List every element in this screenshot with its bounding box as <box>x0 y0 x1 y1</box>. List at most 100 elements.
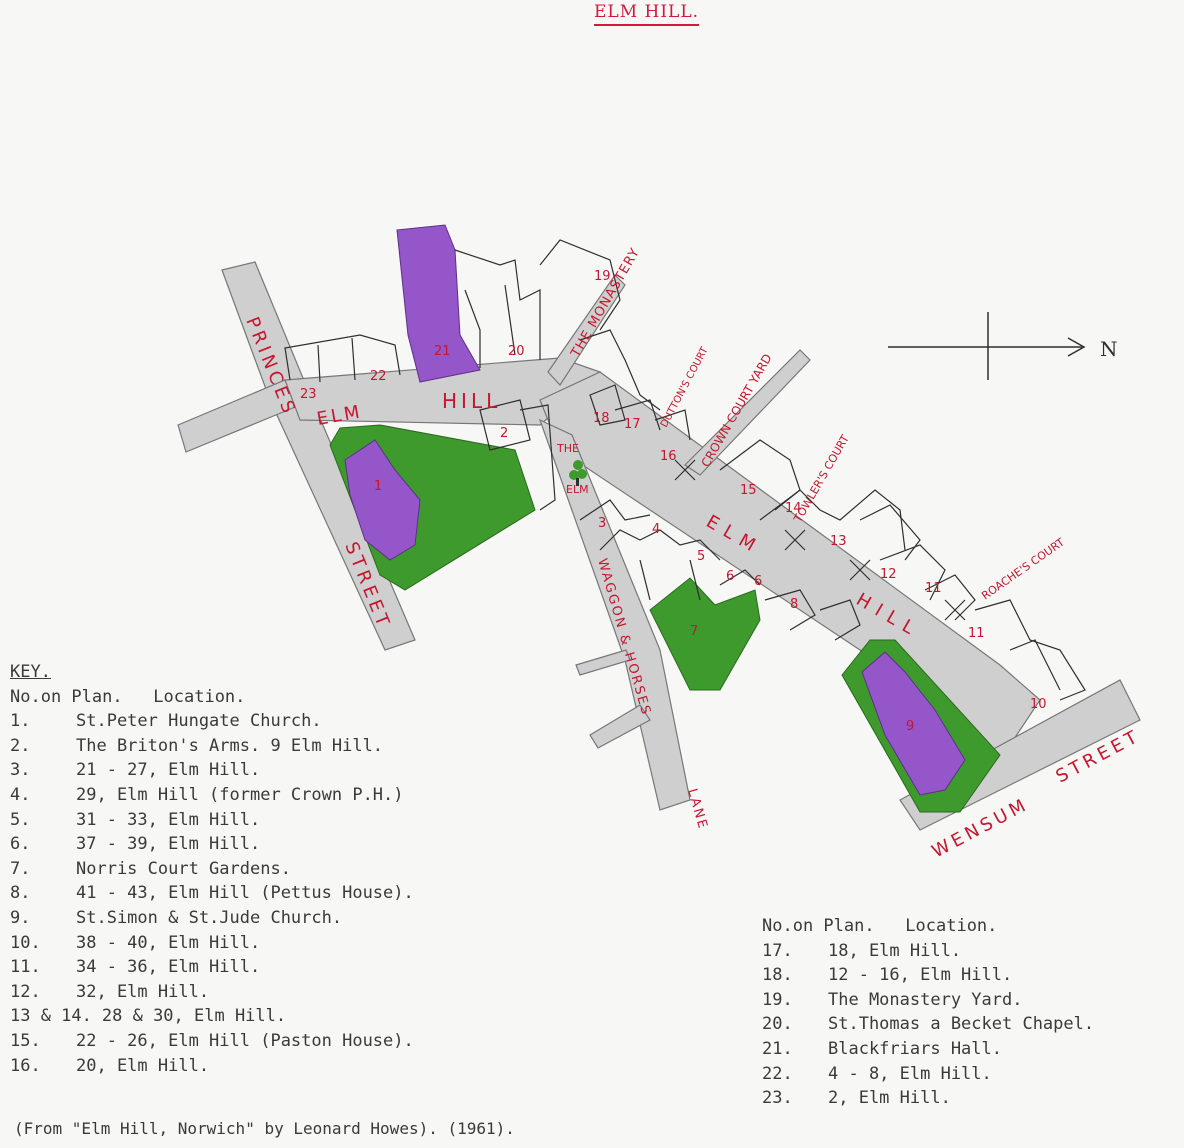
key-location: Norris Court Gardens. <box>76 858 291 879</box>
court-markers <box>674 459 966 621</box>
norris-court-gardens <box>649 577 761 691</box>
key-row: 4. 29, Elm Hill (former Crown P.H.) <box>10 783 414 808</box>
st-peter-hungate-church <box>344 439 421 561</box>
plan-number: 2 <box>500 426 508 441</box>
plan-number: 21 <box>434 344 451 359</box>
key-plan-number: 10. <box>10 932 41 953</box>
key-location: St.Thomas a Becket Chapel. <box>828 1014 1095 1035</box>
plan-number: 1 <box>374 479 382 494</box>
key-left: KEY. No.on Plan. Location. 1.St.Peter Hu… <box>10 660 414 1078</box>
key-row: 5. 31 - 33, Elm Hill. <box>10 808 414 833</box>
key-heading: KEY. <box>10 662 51 682</box>
key-plan-number: 7. <box>10 858 31 879</box>
key-right: No.on Plan. Location. 17. 18, Elm Hill. 18… <box>762 914 1094 1111</box>
key-location: 37 - 39, Elm Hill. <box>76 834 261 855</box>
label-the-elm-1: THE <box>556 442 579 455</box>
key-location: 32, Elm Hill. <box>76 981 210 1002</box>
plan-number: 11 <box>925 581 942 596</box>
key-row: 2. The Briton's Arms. 9 Elm Hill. <box>10 734 414 759</box>
label-the-elm-2: ELM <box>566 483 589 496</box>
label-duttons-court: DUTTON'S COURT <box>659 345 711 430</box>
key-location: St.Simon & St.Jude Church. <box>76 907 343 928</box>
plan-number: 5 <box>697 549 705 564</box>
key-row: 1.St.Peter Hungate Church. <box>10 709 414 734</box>
key-location: 41 - 43, Elm Hill (Pettus House). <box>76 883 414 904</box>
waggon-lane-spur <box>589 704 651 749</box>
key-plan-number: 17. <box>762 940 793 961</box>
key-row: 7. Norris Court Gardens. <box>10 857 414 882</box>
plan-number: 20 <box>508 344 525 359</box>
label-lane: LANE <box>684 787 710 832</box>
key-row: 13 & 14.28 & 30, Elm Hill. <box>10 1004 414 1029</box>
key-plan-number: 20. <box>762 1014 793 1035</box>
key-location: 31 - 33, Elm Hill. <box>76 809 261 830</box>
key-location: 12 - 16, Elm Hill. <box>828 965 1013 986</box>
key-location: The Briton's Arms. 9 Elm Hill. <box>76 735 384 756</box>
waggon-lane-spur2 <box>575 649 631 676</box>
blackfriars-hall <box>396 224 481 383</box>
north-label: N <box>1100 337 1118 361</box>
key-plan-number: 5. <box>10 809 31 830</box>
source-citation: (From "Elm Hill, Norwich" by Leonard How… <box>14 1119 515 1138</box>
the-elm-tree-icon <box>569 460 587 486</box>
key-location: 34 - 36, Elm Hill. <box>76 957 261 978</box>
st-simon-jude-church <box>861 651 966 796</box>
key-location: 2, Elm Hill. <box>828 1088 951 1109</box>
key-plan-number: 23. <box>762 1088 793 1109</box>
key-plan-number: 11. <box>10 957 41 978</box>
key-plan-number: 3. <box>10 760 31 781</box>
key-location: 4 - 8, Elm Hill. <box>828 1063 992 1084</box>
plan-numbers: 1 2 3 4 5 6 6 7 8 9 10 11 11 12 13 14 15… <box>300 269 1047 734</box>
plan-number: 7 <box>690 624 698 639</box>
plan-number: 23 <box>300 387 317 402</box>
plan-number: 14 <box>785 501 802 516</box>
key-row: 20. St.Thomas a Becket Chapel. <box>762 1012 1094 1037</box>
key-plan-number: 4. <box>10 784 31 805</box>
key-row: 16.20, Elm Hill. <box>10 1054 414 1079</box>
key-plan-number: 15. <box>10 1030 41 1051</box>
key-row: 12. 32, Elm Hill. <box>10 980 414 1005</box>
plan-number: 12 <box>880 567 897 582</box>
plan-number: 16 <box>660 449 677 464</box>
key-location: 28 & 30, Elm Hill. <box>101 1006 287 1027</box>
label-roaches-court: ROACHE'S COURT <box>979 536 1067 603</box>
plan-number: 11 <box>968 626 985 641</box>
key-location: 38 - 40, Elm Hill. <box>76 932 261 953</box>
key-location: 29, Elm Hill (former Crown P.H.) <box>76 784 404 805</box>
key-row: 23. 2, Elm Hill. <box>762 1086 1094 1111</box>
key-plan-number: 12. <box>10 981 41 1002</box>
plan-number: 6 <box>754 574 762 589</box>
key-row: 9. St.Simon & St.Jude Church. <box>10 906 414 931</box>
key-row: 11. 34 - 36, Elm Hill. <box>10 955 414 980</box>
key-row: 19.The Monastery Yard. <box>762 988 1094 1013</box>
key-plan-number: 8. <box>10 883 31 904</box>
key-right-rows: 17.18, Elm Hill.18.12 - 16, Elm Hill.19.… <box>762 939 1094 1111</box>
key-column-headers: No.on Plan. Location. <box>10 686 246 707</box>
monastery-yard <box>547 274 626 386</box>
key-location: 21 - 27, Elm Hill. <box>76 760 261 781</box>
label-the-monastery: THE MONASTERY <box>568 245 643 360</box>
plan-number: 15 <box>740 483 757 498</box>
key-plan-number: 16. <box>10 1055 41 1076</box>
building-outlines <box>284 239 1086 701</box>
plan-number: 6 <box>726 569 734 584</box>
label-hill-1: HILL <box>442 389 501 413</box>
key-location: Blackfriars Hall. <box>828 1038 1002 1059</box>
key-plan-number: 2. <box>10 735 31 756</box>
churches <box>344 224 966 796</box>
key-plan-number: 18. <box>762 965 793 986</box>
key-location: St.Peter Hungate Church. <box>76 711 322 732</box>
key-plan-number: 19. <box>762 989 793 1010</box>
key-plan-number: 22. <box>762 1063 793 1084</box>
key-plan-number: 9. <box>10 907 31 928</box>
plan-number: 10 <box>1030 697 1047 712</box>
crown-court-yard <box>684 349 811 476</box>
key-column-headers: No.on Plan. Location. <box>762 916 998 936</box>
plan-number: 18 <box>593 411 610 426</box>
key-location: 18, Elm Hill. <box>828 940 962 961</box>
plan-number: 22 <box>370 369 387 384</box>
key-plan-number: 6. <box>10 834 31 855</box>
key-row: 21.Blackfriars Hall. <box>762 1037 1094 1062</box>
north-arrow-icon <box>888 312 1086 380</box>
